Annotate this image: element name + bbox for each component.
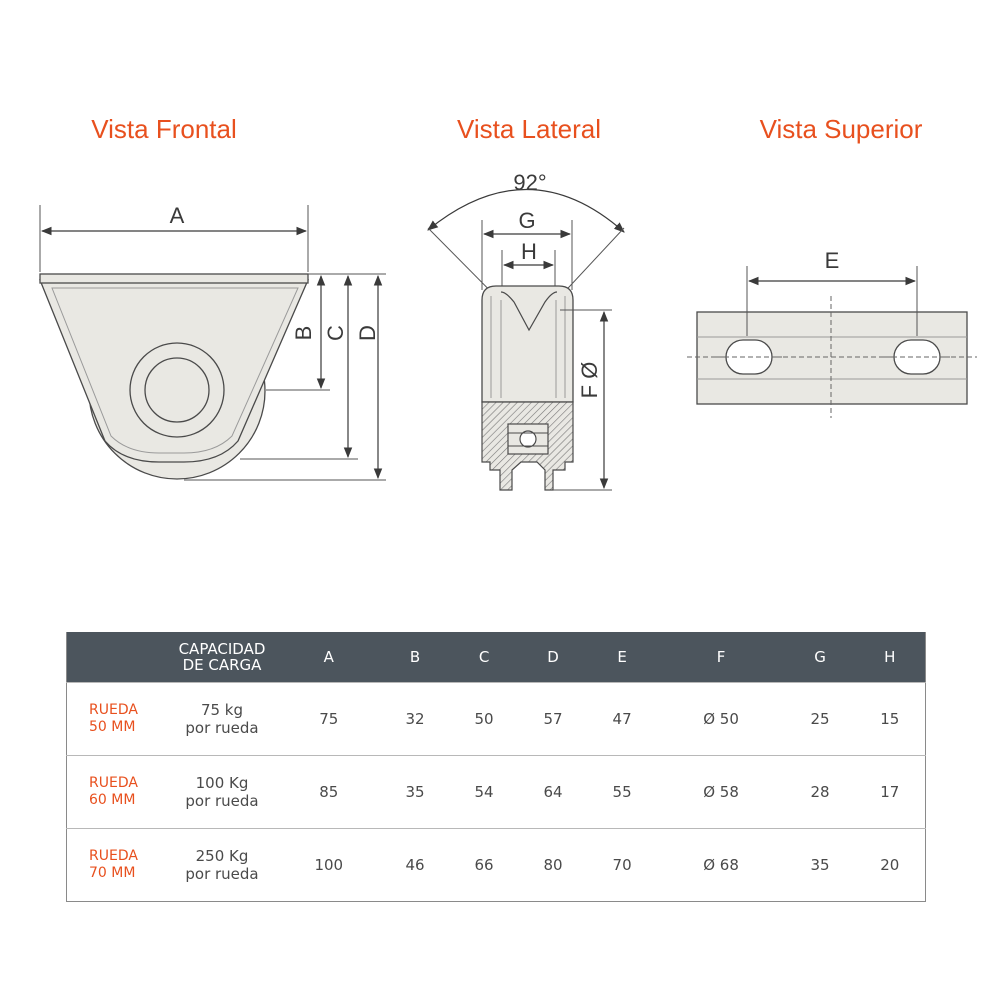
dim-e-label: E xyxy=(825,248,840,273)
dim-a-label: A xyxy=(170,203,185,228)
value-cell: 17 xyxy=(880,782,900,801)
value-cell: 54 xyxy=(474,782,494,801)
value-cell: 75 xyxy=(319,709,339,728)
table-row: RUEDA 70 MM 250 Kg por rueda 100 46 66 8… xyxy=(66,828,926,901)
dim-h-label: H xyxy=(521,239,537,264)
dim-b-label: B xyxy=(291,326,316,341)
wheel-size-cell: RUEDA 50 MM xyxy=(89,701,138,735)
header-col-g: G xyxy=(814,647,826,666)
top-view-title: Vista Superior xyxy=(759,114,923,144)
value-cell: 15 xyxy=(880,709,900,728)
value-cell: 20 xyxy=(880,855,900,874)
header-col-c: C xyxy=(478,647,490,666)
header-col-e: E xyxy=(617,647,627,666)
header-col-f: F xyxy=(716,647,726,666)
bracket-inner-line xyxy=(51,287,299,454)
value-cell: 47 xyxy=(612,709,632,728)
value-cell: 80 xyxy=(543,855,563,874)
dim-g-label: G xyxy=(518,208,535,233)
wheel-size-cell: RUEDA 60 MM xyxy=(89,774,138,808)
header-col-a: A xyxy=(323,647,334,666)
side-view: 92° G H F Ø xyxy=(427,170,625,491)
header-capacity: CAPACIDAD DE CARGA xyxy=(178,639,266,674)
table-row: RUEDA 60 MM 100 Kg por rueda 85 35 54 64… xyxy=(66,755,926,828)
front-view: A B C D xyxy=(39,203,386,481)
value-cell: 64 xyxy=(543,782,563,801)
value-cell: 46 xyxy=(405,855,425,874)
mount-plate xyxy=(39,273,309,284)
header-col-d: D xyxy=(547,647,559,666)
front-view-title: Vista Frontal xyxy=(91,114,237,144)
capacity-cell: 75 kg por rueda xyxy=(185,700,259,737)
value-cell: Ø 68 xyxy=(703,855,739,874)
header-col-h: H xyxy=(884,647,896,666)
value-cell: 35 xyxy=(810,855,830,874)
value-cell: 70 xyxy=(612,855,632,874)
value-cell: 50 xyxy=(474,709,494,728)
top-view: E xyxy=(687,248,977,418)
value-cell: 55 xyxy=(612,782,632,801)
side-wheel-body xyxy=(481,285,574,403)
wheel-size-cell: RUEDA 70 MM xyxy=(89,847,138,881)
bearing-ball xyxy=(519,430,537,448)
value-cell: 32 xyxy=(405,709,425,728)
value-cell: 25 xyxy=(810,709,830,728)
angle-arc xyxy=(427,188,625,233)
side-view-title: Vista Lateral xyxy=(456,114,602,144)
spec-table: CAPACIDAD DE CARGA A B C D E F G H RUEDA… xyxy=(66,632,926,902)
value-cell: 66 xyxy=(474,855,494,874)
value-cell: 100 xyxy=(314,855,344,874)
header-col-b: B xyxy=(409,647,421,666)
table-header-row: CAPACIDAD DE CARGA A B C D E F G H xyxy=(66,632,926,682)
value-cell: 85 xyxy=(319,782,339,801)
value-cell: 28 xyxy=(810,782,830,801)
value-cell: Ø 50 xyxy=(703,709,739,728)
header-blank xyxy=(67,632,168,682)
technical-drawing: A B C D 92° G H xyxy=(39,170,977,491)
capacity-cell: 250 Kg por rueda xyxy=(185,846,259,883)
table-row: RUEDA 50 MM 75 kg por rueda 75 32 50 57 … xyxy=(66,682,926,755)
dim-d-label: D xyxy=(355,325,380,341)
capacity-cell: 100 Kg por rueda xyxy=(185,773,259,810)
angle-label: 92° xyxy=(513,170,546,195)
value-cell: 57 xyxy=(543,709,563,728)
value-cell: Ø 58 xyxy=(703,782,739,801)
hub-inner xyxy=(144,357,210,423)
dim-f-label: F Ø xyxy=(577,362,602,399)
dim-c-label: C xyxy=(323,325,348,341)
value-cell: 35 xyxy=(405,782,425,801)
